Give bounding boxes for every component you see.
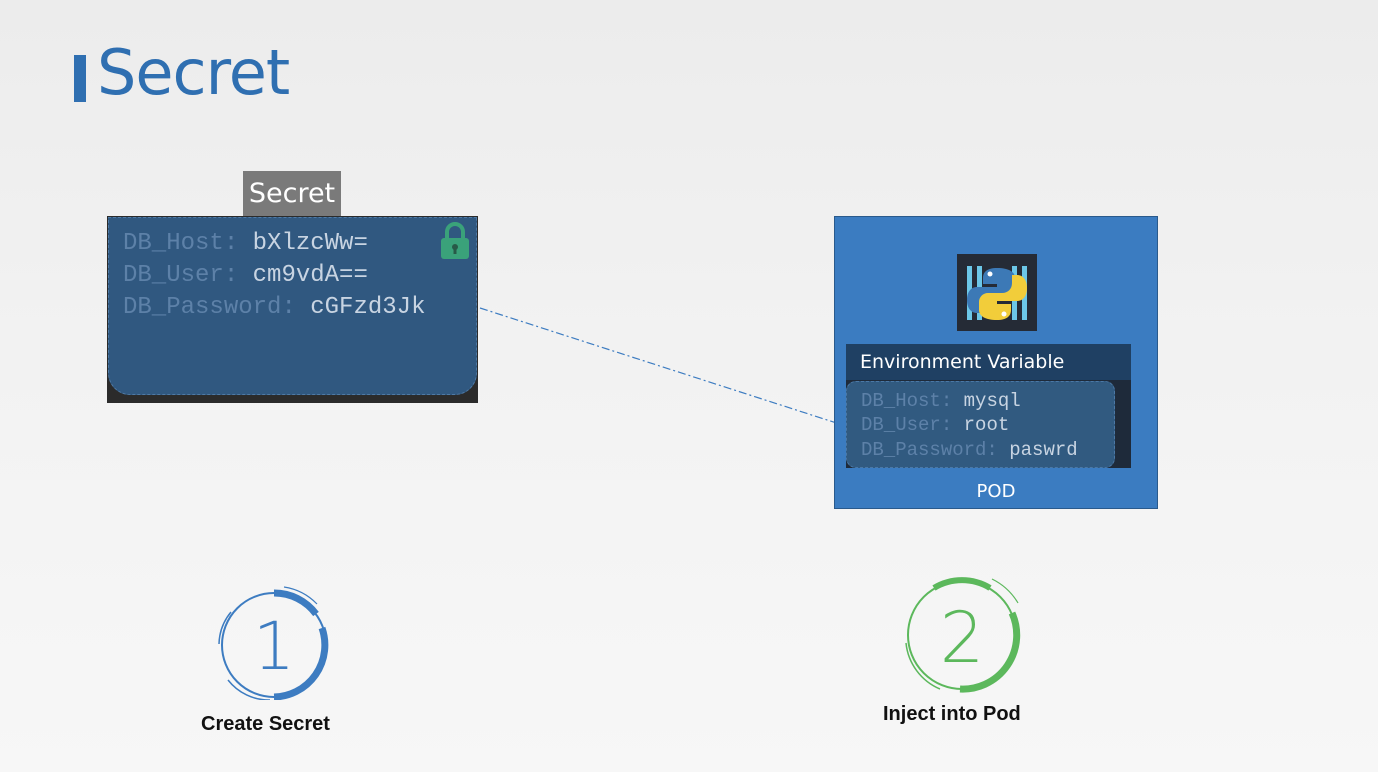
page-title: Secret [97,36,290,109]
lock-icon [441,222,469,259]
step-1-number: 1 [253,608,295,685]
step-2-number: 2 [939,597,985,679]
step-2-ring-icon [905,577,1021,693]
step-1-label: Create Secret [201,713,330,735]
secret-box: DB_Host: bXlzcWw= DB_User: cm9vdA== DB_P… [107,216,478,403]
step-1-badge: 1 [212,584,336,700]
pod-box: Environment Variable DB_Host: mysql DB_U… [834,216,1158,509]
secret-entry-db-host: DB_Host: bXlzcWw= [123,230,368,257]
secret-entry-db-user: DB_User: cm9vdA== [123,262,368,289]
step-2-label: Inject into Pod [883,703,1021,725]
title-accent-bar [74,55,86,102]
environment-variable-header: Environment Variable [846,344,1131,380]
step-2-badge: 2 [900,573,1024,699]
secret-tab-label: Secret [243,171,341,216]
env-entry-db-password: DB_Password: paswrd [861,439,1078,461]
pod-label: POD [976,481,1016,502]
secret-content: DB_Host: bXlzcWw= DB_User: cm9vdA== DB_P… [108,217,477,395]
env-entry-db-user: DB_User: root [861,414,1010,436]
secret-entry-db-password: DB_Password: cGFzd3Jk [123,294,426,321]
environment-variable-panel: Environment Variable DB_Host: mysql DB_U… [846,344,1131,468]
environment-variable-content: DB_Host: mysql DB_User: root DB_Password… [846,381,1115,468]
python-icon [957,254,1037,331]
step-1-ring-icon [218,586,329,700]
env-entry-db-host: DB_Host: mysql [861,390,1021,412]
